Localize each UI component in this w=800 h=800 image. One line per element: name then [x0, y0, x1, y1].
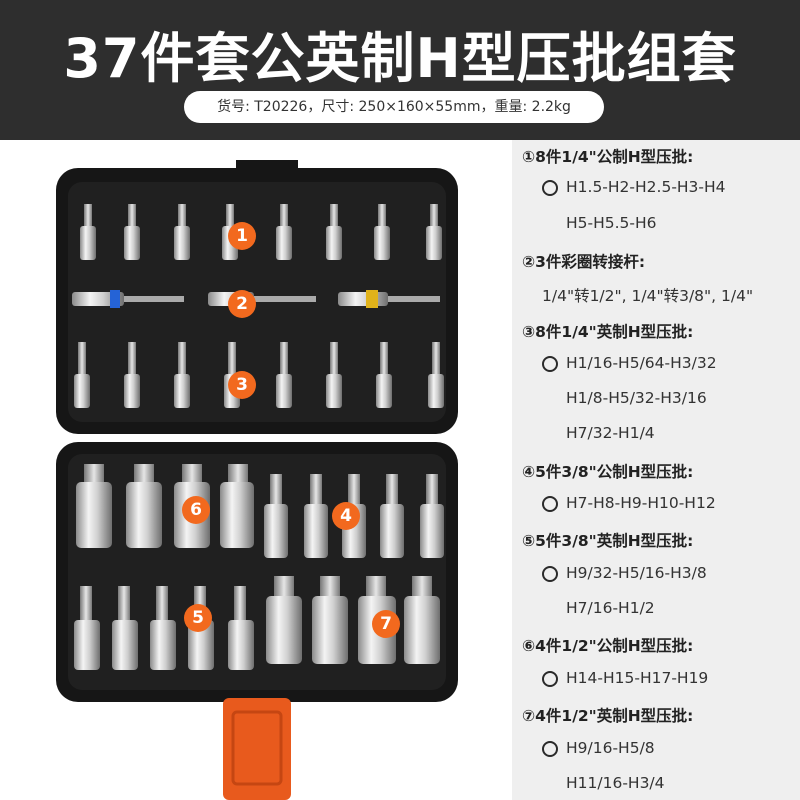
toolbox-svg — [56, 160, 458, 800]
bullet-circle-icon — [542, 180, 558, 196]
marker-3: 3 — [228, 371, 256, 399]
group-6-heading: ⑥4件1/2"公制H型压批: — [522, 637, 694, 655]
group-2-item-1: 1/4"转1/2", 1/4"转3/8", 1/4" — [542, 287, 754, 305]
marker-2: 2 — [228, 290, 256, 318]
group-3-heading: ③8件1/4"英制H型压批: — [522, 323, 694, 341]
marker-7: 7 — [372, 610, 400, 638]
group-3-item-3: H7/32-H1/4 — [566, 424, 655, 442]
row-5-medium-sockets — [74, 586, 254, 670]
bullet-circle-icon — [542, 356, 558, 372]
group-7-heading: ⑦4件1/2"英制H型压批: — [522, 707, 694, 725]
marker-5: 5 — [184, 604, 212, 632]
group-1-item-2: H5-H5.5-H6 — [566, 214, 657, 232]
marker-4: 4 — [332, 502, 360, 530]
marker-6: 6 — [182, 496, 210, 524]
group-7-item-2: H11/16-H3/4 — [566, 774, 665, 792]
case-latch — [223, 698, 291, 800]
header-banner: 37件套公英制H型压批组套 货号: T20226，尺寸: 250×160×55m… — [0, 0, 800, 140]
marker-1: 1 — [228, 222, 256, 250]
row-7-large-sockets — [266, 576, 440, 664]
group-4-item-1: H7-H8-H9-H10-H12 — [566, 494, 716, 512]
group-5-item-1: H9/32-H5/16-H3/8 — [566, 564, 707, 582]
group-5-heading: ⑤5件3/8"英制H型压批: — [522, 532, 694, 550]
spec-pill: 货号: T20226，尺寸: 250×160×55mm，重量: 2.2kg — [184, 91, 604, 123]
group-7-item-1: H9/16-H5/8 — [566, 739, 655, 757]
row-4-medium-sockets — [264, 474, 444, 558]
row-6-large-sockets — [76, 464, 254, 548]
group-5-item-2: H7/16-H1/2 — [566, 599, 655, 617]
group-4-heading: ④5件3/8"公制H型压批: — [522, 463, 694, 481]
bullet-circle-icon — [542, 741, 558, 757]
bullet-circle-icon — [542, 496, 558, 512]
bullet-circle-icon — [542, 566, 558, 582]
product-image: 1 2 3 4 5 6 7 — [0, 140, 512, 800]
adapter-row — [72, 290, 440, 308]
bullet-circle-icon — [542, 671, 558, 687]
group-1-item-1: H1.5-H2-H2.5-H3-H4 — [566, 178, 726, 196]
group-1-heading: ①8件1/4"公制H型压批: — [522, 148, 694, 166]
spec-panel: ①8件1/4"公制H型压批: H1.5-H2-H2.5-H3-H4 H5-H5.… — [512, 140, 800, 800]
page-title: 37件套公英制H型压批组套 — [63, 27, 737, 90]
group-3-item-1: H1/16-H5/64-H3/32 — [566, 354, 717, 372]
group-6-item-1: H14-H15-H17-H19 — [566, 669, 709, 687]
group-2-heading: ②3件彩圈转接杆: — [522, 253, 646, 271]
group-3-item-2: H1/8-H5/32-H3/16 — [566, 389, 707, 407]
